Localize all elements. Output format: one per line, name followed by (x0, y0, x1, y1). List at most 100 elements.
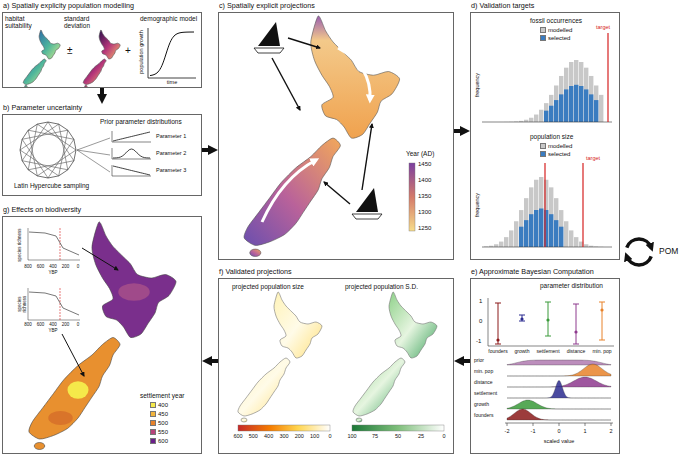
figure-label: settlement (536, 349, 559, 355)
legend-swatch (150, 420, 156, 426)
south-island (238, 358, 290, 416)
cycle-arrow (627, 239, 651, 248)
histogram-bar (519, 210, 523, 247)
sampling-line (77, 150, 110, 155)
stewart-island (25, 85, 28, 87)
histogram-bar (534, 180, 538, 247)
sampling-line (77, 150, 110, 172)
histogram-bar (499, 242, 503, 247)
sd-colorbar (352, 425, 444, 431)
legend-item: selected (540, 35, 570, 42)
density-ridge (507, 364, 611, 376)
legend-text: modelled (548, 143, 572, 150)
figure-label: min. pop (474, 369, 493, 375)
histogram-bar (579, 86, 583, 122)
hypercube-line (20, 124, 59, 150)
boat-sail (258, 22, 280, 46)
legend-text: 400 (158, 402, 168, 409)
flow-arrow (207, 359, 218, 363)
settlement-patch (118, 283, 150, 301)
cycle-node: POM (621, 232, 681, 272)
stewart-island (356, 418, 362, 422)
figure-label: 600 (37, 264, 45, 269)
figure-label: 800 (24, 322, 32, 327)
panel: e) Approximate Bayesian Computation (470, 268, 620, 454)
target-line (607, 33, 608, 122)
figure-label: 200 (62, 322, 70, 327)
figure-label: projected population S.D. (345, 283, 418, 290)
histogram-bar (529, 187, 533, 247)
north-island (92, 222, 176, 338)
legend-text: selected (548, 35, 570, 42)
histogram-bar (539, 110, 543, 122)
north-island (39, 30, 60, 59)
histogram-bar (534, 115, 538, 122)
hypercube-line (59, 130, 68, 176)
interval-point (520, 317, 523, 320)
south-island (29, 338, 120, 440)
panel-heading: f) Validated projections (218, 268, 454, 277)
figure-label: -1 (531, 428, 536, 434)
figure-label: 1300 (418, 209, 431, 216)
figure-label: scaled value (544, 438, 575, 444)
arrival-arrow (324, 182, 350, 204)
prior-curve (113, 132, 150, 141)
axis (488, 298, 614, 346)
population-colorbar (238, 425, 330, 431)
histogram-bar (529, 118, 533, 122)
axis (28, 228, 80, 260)
hypercube-line (20, 150, 59, 176)
flow-arrow (100, 88, 104, 99)
interval-cap (573, 344, 579, 345)
histogram-bar (564, 221, 568, 247)
legend-swatch (540, 143, 546, 149)
legend-item: 450 (150, 411, 168, 418)
histogram-bar (574, 237, 578, 247)
panel-frame (2, 12, 202, 88)
stewart-island (250, 249, 261, 256)
north-island (274, 292, 322, 358)
histogram-bar (524, 220, 528, 247)
inset-ground (26, 226, 82, 262)
new-zealand-map (83, 30, 120, 87)
figure-label: Latin Hypercube sampling (14, 182, 89, 189)
prior-curve (113, 149, 150, 158)
legend-text: modelled (548, 27, 572, 34)
tick (585, 423, 586, 426)
panel-heading: b) Parameter uncertainty (2, 104, 202, 113)
histogram-bar (559, 76, 563, 122)
figure-label: 0 (557, 428, 560, 434)
north-island (311, 16, 400, 138)
figure-label: 0 (77, 322, 80, 327)
histogram-bar (544, 103, 548, 122)
boat-hull (254, 48, 284, 53)
histogram-bar (564, 89, 568, 122)
histogram-bar (574, 60, 578, 122)
south-island (83, 59, 106, 85)
north-island (99, 30, 120, 59)
axis (482, 122, 612, 123)
panel: a) Spatially explicity population modell… (2, 2, 202, 88)
histogram-bar (554, 220, 558, 247)
panel-heading: a) Spatially explicity population modell… (2, 2, 202, 11)
figure-label: 1450 (418, 161, 431, 168)
figure-label: distance (474, 380, 493, 386)
interval-point (546, 318, 549, 321)
flow-arrow (454, 129, 465, 133)
hypercube-line (48, 122, 74, 161)
histogram-bar (574, 85, 578, 122)
figure-label: 1400 (418, 177, 431, 184)
new-zealand-map (238, 292, 322, 422)
figure-label: species richness (17, 228, 22, 262)
figure-label: 100 (347, 433, 356, 439)
interval-point (496, 338, 499, 341)
figure-label: growth (474, 402, 489, 408)
spread-arrow (262, 160, 316, 222)
figure-label: 100 (310, 433, 319, 439)
legend-swatch (150, 438, 156, 444)
tick (507, 423, 508, 426)
figure-label: 400 (49, 264, 57, 269)
figure-label: Parameter 1 (156, 133, 186, 139)
target-line (582, 163, 583, 247)
